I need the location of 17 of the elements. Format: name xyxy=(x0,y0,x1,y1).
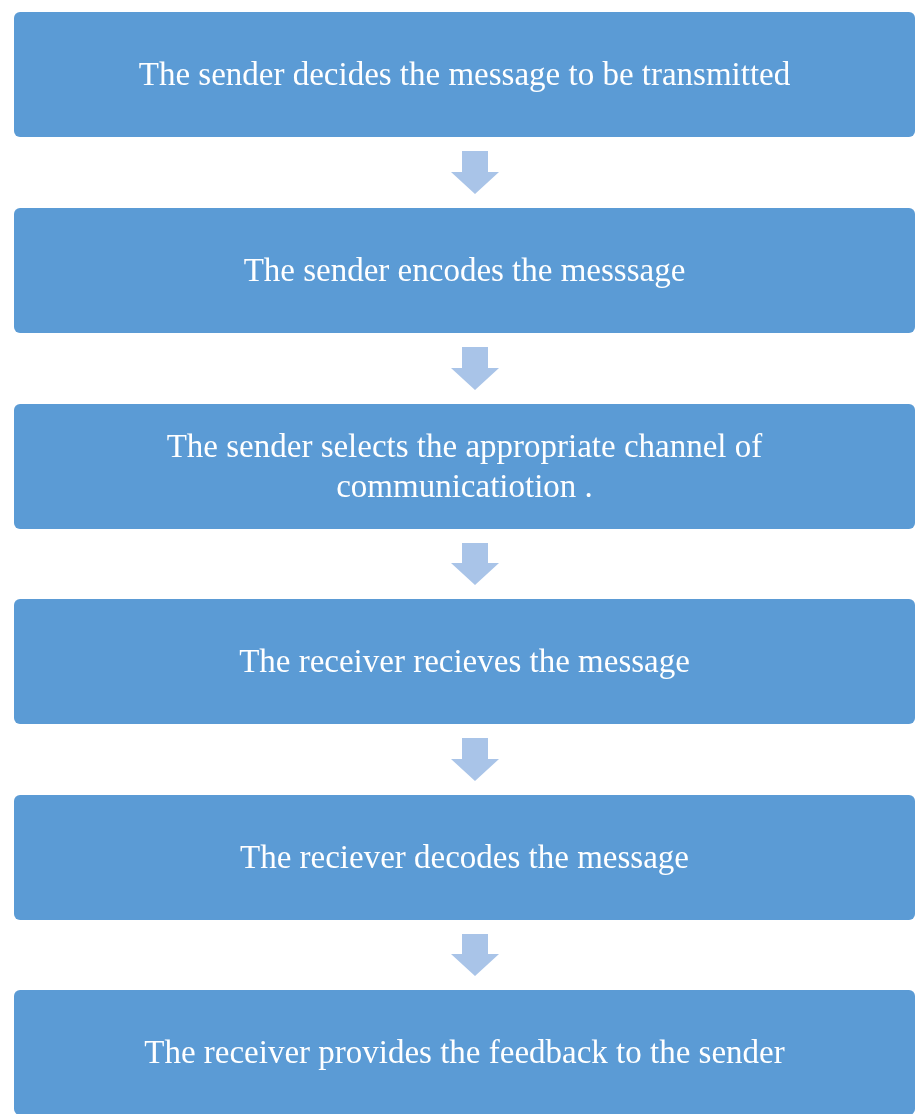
process-box xyxy=(14,404,915,529)
step-text: The receiver provides the feedback to the sender xyxy=(144,1032,785,1072)
step-text: The sender decides the message to be transmitted xyxy=(138,54,791,94)
process-box xyxy=(14,208,915,333)
down-arrow xyxy=(451,151,499,194)
process-box xyxy=(14,12,915,137)
down-arrow xyxy=(451,347,499,390)
down-arrow xyxy=(451,738,499,781)
down-arrow xyxy=(451,543,499,585)
process-box xyxy=(14,795,915,920)
down-arrow xyxy=(451,934,499,976)
step-text: The sender encodes the messsage xyxy=(243,250,686,290)
process-box xyxy=(14,599,915,724)
step-text: The receiver recieves the message xyxy=(239,641,690,681)
step-text: The reciever decodes the message xyxy=(240,837,689,877)
step-text: The sender selects the appropriate channel of communicatiotion . xyxy=(165,426,764,506)
process-box xyxy=(14,990,915,1114)
